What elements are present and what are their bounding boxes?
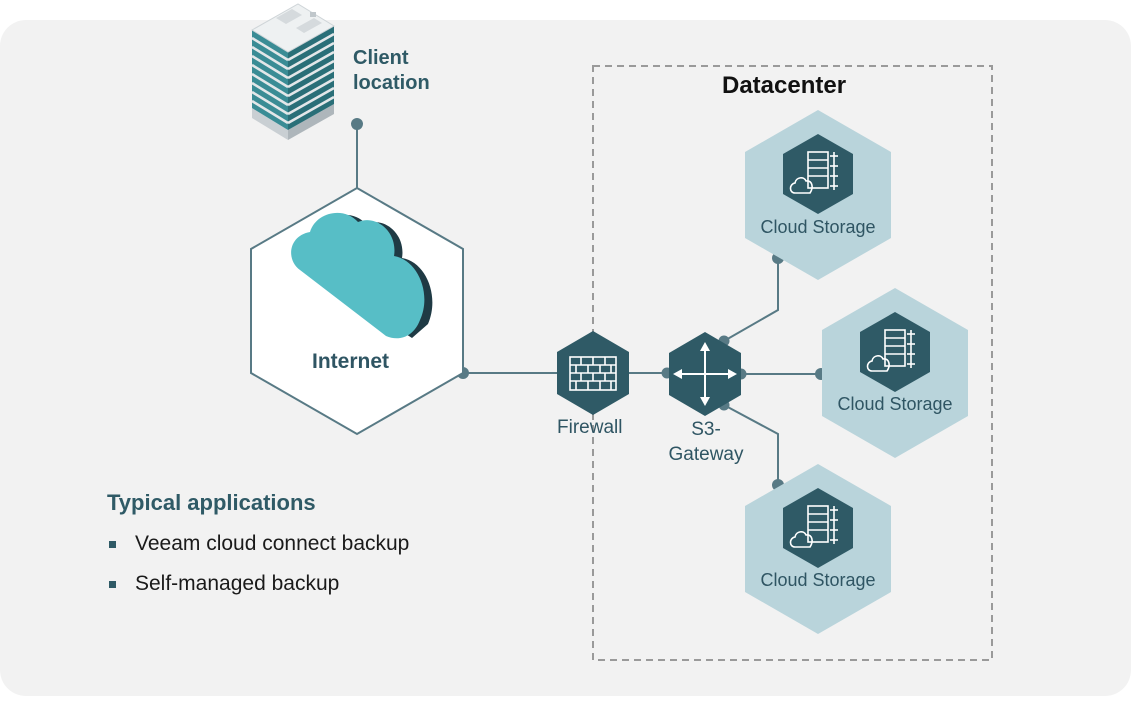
list-item: Self-managed backup [107, 568, 409, 608]
datacenter-title: Datacenter [722, 72, 847, 99]
gateway-label-line-1: S3- [691, 419, 721, 440]
cloud-storage-label: Cloud Storage [837, 394, 953, 414]
list-item-text: Self-managed backup [135, 572, 340, 595]
list-item-text: Veeam cloud connect backup [135, 532, 410, 555]
cloud-storage-node [822, 288, 968, 458]
gateway-label-line-2: Gateway [668, 444, 744, 465]
connector-dot [351, 118, 363, 130]
cloud-storage-icon [866, 329, 915, 372]
bullet-icon [109, 581, 116, 588]
cloud-storage-node [745, 110, 891, 280]
gateway-label: S3- Gateway [663, 417, 749, 467]
client-label-line-2: location [353, 72, 430, 94]
list-item: Veeam cloud connect backup [107, 528, 409, 568]
applications-list: Veeam cloud connect backup Self-managed … [107, 528, 409, 608]
gateway-to-storage-3-line [723, 404, 779, 485]
cloud-icon [291, 212, 433, 339]
cloud-storage-icon [789, 505, 838, 548]
internet-label: Internet [312, 350, 390, 373]
client-label-line-1: Client [353, 47, 409, 69]
gateway-to-storage-1-line [723, 258, 779, 342]
cloud-storage-label: Cloud Storage [760, 217, 876, 237]
cloud-storage-icon [789, 151, 838, 194]
cloud-storage-label: Cloud Storage [760, 570, 876, 590]
applications-title: Typical applications [107, 490, 316, 515]
cloud-storage-node [745, 464, 891, 634]
brick-wall-icon [569, 356, 617, 391]
bullet-icon [109, 541, 116, 548]
firewall-label: Firewall [557, 417, 623, 438]
client-location-label: Client location [353, 46, 430, 96]
datacenter-boundary [592, 65, 993, 661]
four-way-arrows-icon [673, 342, 737, 406]
office-building-icon [251, 3, 335, 140]
